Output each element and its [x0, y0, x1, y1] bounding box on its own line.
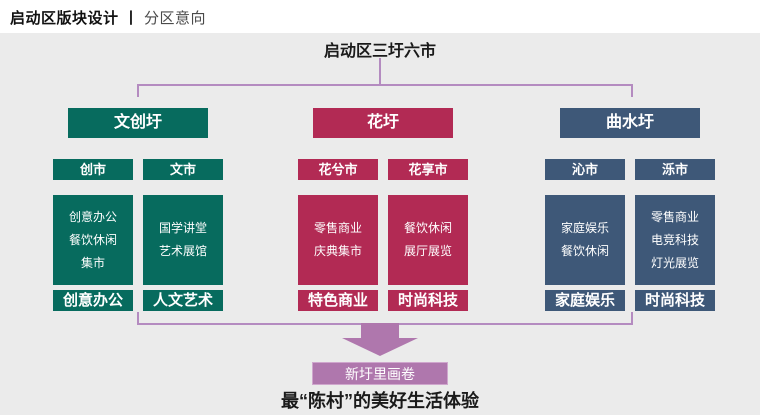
market-features: 餐饮休闲 展厅展览	[388, 195, 468, 285]
market-name: 沁市	[545, 159, 625, 180]
feature-line: 餐饮休闲	[68, 232, 117, 247]
feature-line: 国学讲堂	[158, 221, 207, 235]
market-tag: 时尚科技	[388, 290, 468, 311]
feature-line: 艺术展馆	[158, 244, 207, 258]
market-tag: 创意办公	[53, 290, 133, 311]
market-tag: 人文艺术	[143, 290, 223, 311]
market-tag: 家庭娱乐	[545, 290, 625, 311]
market-tag: 特色商业	[298, 290, 378, 311]
market-features: 国学讲堂 艺术展馆	[143, 195, 223, 285]
feature-line: 零售商业	[650, 209, 699, 224]
group-header: 文创圩	[68, 108, 208, 138]
market-name: 花享市	[388, 159, 468, 180]
feature-line: 家庭娱乐	[560, 221, 609, 235]
feature-line: 创意办公	[68, 209, 117, 224]
page-title-sub: 分区意向	[144, 10, 207, 27]
connector-root-vertical	[379, 58, 381, 84]
down-arrow-head-icon	[342, 338, 418, 356]
feature-line: 庆典集市	[313, 244, 362, 258]
root-node-label: 启动区三圩六市	[323, 43, 436, 60]
feature-line: 零售商业	[313, 221, 362, 235]
market-tag: 时尚科技	[635, 290, 715, 311]
feature-line: 餐饮休闲	[403, 221, 452, 235]
feature-line: 展厅展览	[403, 244, 452, 258]
group-header: 花圩	[313, 108, 453, 138]
market-features: 零售商业 庆典集市	[298, 195, 378, 285]
feature-line: 集市	[80, 255, 105, 270]
market-name: 文市	[143, 159, 223, 180]
feature-line: 餐饮休闲	[560, 244, 609, 258]
market-features: 零售商业 电竞科技 灯光展览	[635, 195, 715, 285]
group-header: 曲水圩	[560, 108, 700, 138]
page-title: 启动区版块设计丨分区意向	[10, 7, 206, 28]
market-name: 泺市	[635, 159, 715, 180]
page-title-main: 启动区版块设计	[10, 10, 119, 27]
market-features: 家庭娱乐 餐饮休闲	[545, 195, 625, 285]
feature-line: 灯光展览	[650, 255, 699, 270]
down-arrow-icon	[361, 323, 399, 338]
connector-top-bracket	[137, 84, 633, 97]
result-label: 新圩里画卷	[312, 362, 448, 385]
page-title-separator: 丨	[123, 10, 140, 27]
feature-line: 电竞科技	[650, 232, 699, 247]
market-name: 花兮市	[298, 159, 378, 180]
market-features: 创意办公 餐饮休闲 集市	[53, 195, 133, 285]
slogan-text: 最“陈村”的美好生活体验	[281, 391, 479, 411]
market-name: 创市	[53, 159, 133, 180]
